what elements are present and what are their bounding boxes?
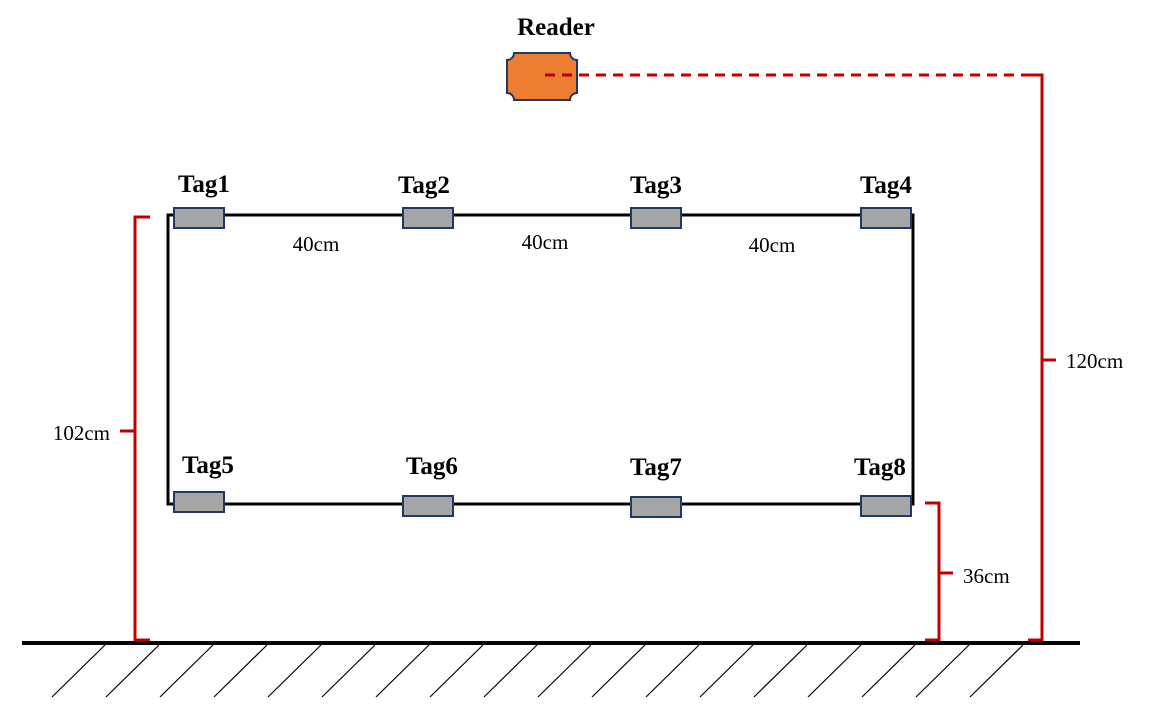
tag1-marker (173, 207, 225, 229)
tag7-label: Tag7 (630, 454, 682, 481)
ground-hatching (51, 644, 1024, 698)
frame-height-bracket (120, 215, 150, 642)
reader-device (506, 52, 578, 101)
bottom-row-height-bracket (925, 501, 953, 642)
tag5-label: Tag5 (182, 452, 234, 479)
tag2-label: Tag2 (398, 172, 450, 199)
tag6-label: Tag6 (406, 453, 458, 480)
tag5-marker (173, 491, 225, 513)
spacing-label-2: 40cm (522, 230, 569, 254)
tag1-label: Tag1 (178, 171, 230, 198)
reader-height-label: 120cm (1066, 349, 1123, 373)
reader-label: Reader (517, 14, 595, 41)
tag8-label: Tag8 (854, 454, 906, 481)
tag-frame (166, 213, 915, 506)
tag2-marker (402, 207, 454, 229)
tag6-marker (402, 495, 454, 517)
tag3-marker (630, 207, 682, 229)
spacing-label-3: 40cm (749, 233, 796, 257)
tag4-label: Tag4 (860, 172, 912, 199)
frame-height-label: 102cm (53, 421, 110, 445)
tag8-marker (860, 495, 912, 517)
tag4-marker (860, 207, 912, 229)
tag7-marker (630, 496, 682, 518)
tag3-label: Tag3 (630, 172, 682, 199)
bottom-row-height-label: 36cm (963, 564, 1010, 588)
reader-height-bracket (1028, 73, 1056, 642)
spacing-label-1: 40cm (293, 232, 340, 256)
